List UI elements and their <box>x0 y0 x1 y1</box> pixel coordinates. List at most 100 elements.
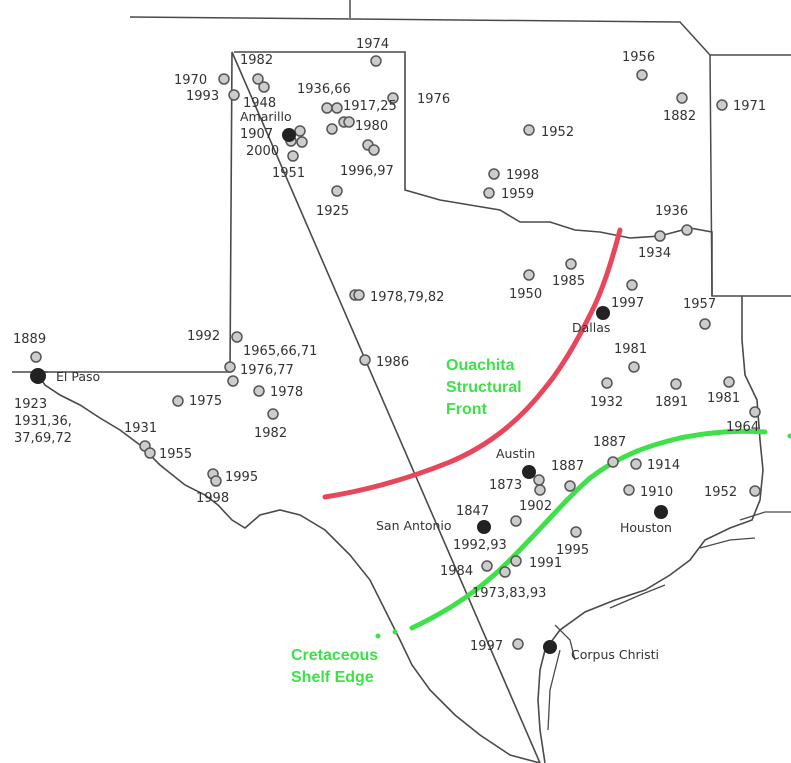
city-label-houston: Houston <box>620 520 672 535</box>
earthquake-markers <box>30 55 761 650</box>
earthquake-marker <box>676 92 688 104</box>
earthquake-marker <box>488 168 500 180</box>
year-label: 1952 <box>704 485 737 500</box>
earthquake-marker <box>353 289 365 301</box>
city-label-el-paso: El Paso <box>56 369 100 384</box>
year-label: 1973,83,93 <box>472 586 546 601</box>
earthquake-marker <box>30 351 42 363</box>
coastline-detail <box>547 511 791 731</box>
year-label: 1887 <box>551 459 584 474</box>
year-label: 1982 <box>240 53 273 68</box>
earthquake-marker <box>172 395 184 407</box>
year-label: 1907 <box>240 127 273 142</box>
kansas-border <box>129 16 791 56</box>
earthquake-marker <box>294 125 306 137</box>
earthquake-marker <box>654 230 666 242</box>
earthquake-marker <box>227 375 239 387</box>
year-label: 1936,66 <box>297 82 351 97</box>
year-label: 1925 <box>316 204 349 219</box>
earthquake-marker <box>331 185 343 197</box>
year-label: 1964 <box>726 420 759 435</box>
earthquake-marker <box>533 474 545 486</box>
earthquake-marker <box>224 361 236 373</box>
year-label: 1997 <box>611 296 644 311</box>
earthquake-marker <box>359 354 371 366</box>
year-label: 1910 <box>640 485 673 500</box>
year-label: 1957 <box>683 297 716 312</box>
earthquake-marker <box>749 406 761 418</box>
earthquake-marker <box>481 560 493 572</box>
year-label: 1950 <box>509 287 542 302</box>
year-label: 1889 <box>13 332 46 347</box>
year-label: 1996,97 <box>340 164 394 179</box>
earthquake-marker <box>368 144 380 156</box>
year-label: 1882 <box>663 109 696 124</box>
year-label: 1978 <box>270 385 303 400</box>
year-label: 1917,25 <box>343 99 397 114</box>
texas-outline <box>34 51 764 763</box>
city-label-amarillo: Amarillo <box>240 109 292 124</box>
year-label: 1959 <box>501 187 534 202</box>
year-label: 1971 <box>733 99 766 114</box>
earthquake-marker <box>499 566 511 578</box>
year-label: 1934 <box>638 246 671 261</box>
earthquake-marker <box>510 515 522 527</box>
year-label: 1976,77 <box>240 363 294 378</box>
cretaceous-dot <box>392 629 398 635</box>
earthquake-marker <box>483 187 495 199</box>
year-label: 1976 <box>417 92 450 107</box>
year-label: 1981 <box>707 391 740 406</box>
year-label: 2000 <box>246 144 279 159</box>
cretaceous-label-line2: Shelf Edge <box>291 669 374 686</box>
city-label-corpus-christi: Corpus Christi <box>571 647 659 662</box>
earthquake-marker <box>144 447 156 459</box>
year-label: 37,69,72 <box>14 431 72 446</box>
earthquake-marker <box>699 318 711 330</box>
year-label: 1998 <box>196 491 229 506</box>
year-label: 1891 <box>655 395 688 410</box>
year-label: 1998 <box>506 168 539 183</box>
year-label: 1952 <box>541 125 574 140</box>
earthquake-marker <box>253 385 265 397</box>
year-label: 1914 <box>647 458 680 473</box>
ouachita-label-line3: Front <box>446 401 488 418</box>
earthquake-marker <box>387 92 399 104</box>
year-label: 1936 <box>655 204 688 219</box>
city-label-austin: Austin <box>496 446 535 461</box>
earthquake-marker <box>564 480 576 492</box>
city-marker-dallas <box>596 306 610 320</box>
ouachita-front-line <box>322 227 623 500</box>
year-label: 1984 <box>440 564 473 579</box>
earthquake-marker <box>321 102 333 114</box>
year-label: 1995 <box>225 470 258 485</box>
city-marker-el-paso <box>30 368 46 384</box>
year-label: 1992 <box>187 329 220 344</box>
year-label: 1980 <box>355 119 388 134</box>
earthquake-marker <box>252 73 264 85</box>
cretaceous-dot <box>375 633 381 639</box>
year-label: 1982 <box>254 426 287 441</box>
year-label: 1993 <box>186 89 219 104</box>
year-label: 1991 <box>529 556 562 571</box>
earthquake-marker <box>623 484 635 496</box>
year-label: 1995 <box>556 543 589 558</box>
earthquake-marker <box>636 69 648 81</box>
city-label-san-antonio: San Antonio <box>376 518 452 533</box>
year-label: 1923 <box>14 397 47 412</box>
city-marker-austin <box>522 465 536 479</box>
year-label: 1955 <box>159 447 192 462</box>
earthquake-marker <box>523 269 535 281</box>
city-marker-houston <box>654 505 668 519</box>
year-label: 1932 <box>590 395 623 410</box>
earthquake-marker <box>565 258 577 270</box>
ouachita-label-line1: Ouachita <box>446 357 515 374</box>
earthquake-marker <box>296 136 308 148</box>
earthquake-marker <box>570 526 582 538</box>
year-label: 1975 <box>189 394 222 409</box>
earthquake-marker <box>523 124 535 136</box>
earthquake-marker <box>681 224 693 236</box>
feature-labels: Ouachita Structural Front Cretaceous She… <box>291 357 522 686</box>
earthquake-marker <box>723 376 735 388</box>
earthquake-marker <box>228 89 240 101</box>
